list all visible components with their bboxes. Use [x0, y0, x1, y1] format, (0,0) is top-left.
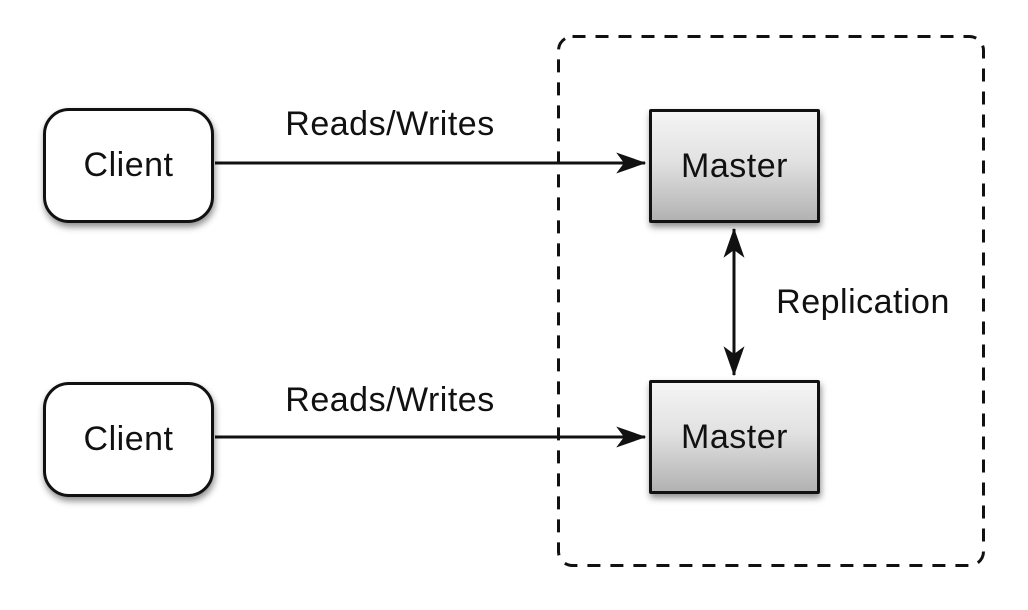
node-master-top: Master [649, 109, 820, 223]
node-client-bottom: Client [43, 382, 214, 497]
node-client-top: Client [43, 108, 214, 223]
node-master-bottom: Master [649, 380, 820, 494]
node-master-top-label: Master [681, 146, 788, 185]
edge-label-replication: Replication [776, 283, 950, 321]
node-client-top-label: Client [83, 146, 174, 184]
node-client-bottom-label: Client [83, 420, 174, 458]
edge-label-reads-writes-top: Reads/Writes [285, 105, 495, 143]
node-master-bottom-label: Master [681, 417, 788, 456]
edge-label-reads-writes-bottom: Reads/Writes [285, 381, 495, 419]
